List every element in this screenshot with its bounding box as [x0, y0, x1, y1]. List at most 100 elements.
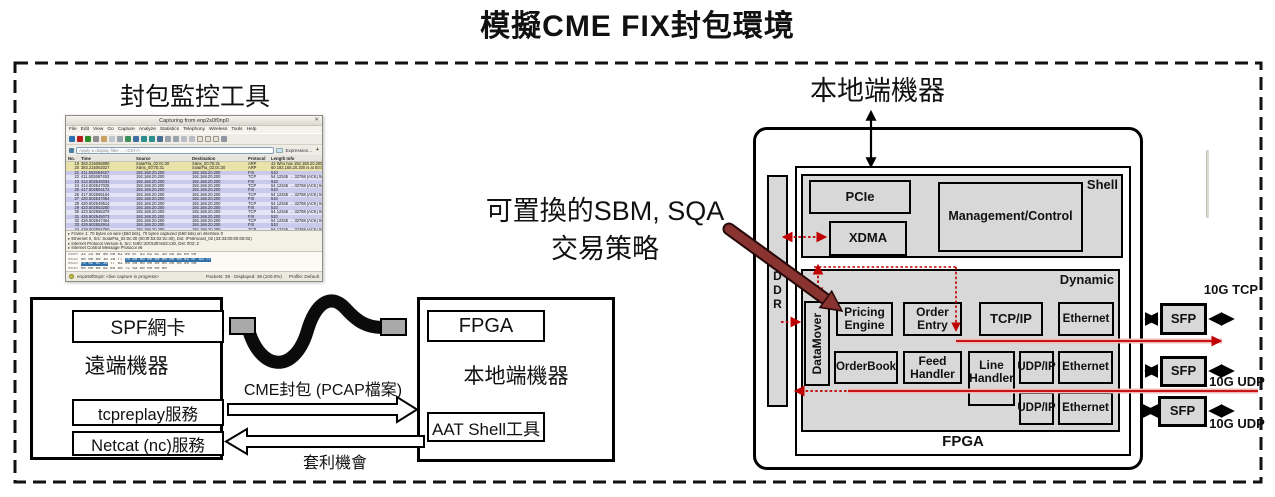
- management-control-block: Management/Control: [938, 182, 1083, 252]
- status-capture-text: enp2s0f0np0: <live capture in progress>: [77, 274, 159, 279]
- tcpip-label: TCP/IP: [990, 310, 1032, 326]
- sfp-label-1: SFP: [1170, 310, 1197, 326]
- pcie-block: PCIe: [809, 180, 911, 214]
- status-packet-counts: Packets: 39 · Displayed: 39 (100.0%): [206, 274, 282, 279]
- menu-item[interactable]: Help: [246, 127, 257, 132]
- orderbook-block: OrderBook: [834, 351, 898, 384]
- cable-connector-right: [380, 318, 407, 336]
- toolbar-icon[interactable]: [101, 136, 107, 142]
- monitor-tool-label: 封包監控工具: [119, 83, 270, 111]
- toolbar-icon[interactable]: [157, 136, 163, 142]
- order-entry-label: Order Entry: [916, 305, 949, 332]
- packet-list-scrollbar[interactable]: [1206, 150, 1209, 218]
- cme-packet-arrow: [227, 395, 419, 424]
- toolbar-icon[interactable]: [133, 136, 139, 142]
- column-header[interactable]: Length Info: [271, 155, 295, 161]
- ethernet-block-2: Ethernet: [1058, 351, 1113, 384]
- toolbar-icon[interactable]: [189, 136, 195, 142]
- bookmark-icon[interactable]: [69, 147, 74, 153]
- fpga-card-label: FPGA: [458, 314, 514, 337]
- window-title: Capturing from enp2s0f0np0: [159, 117, 229, 124]
- pcie-label: PCIe: [845, 188, 875, 204]
- ethernet-block-3: Ethernet: [1058, 392, 1113, 425]
- xdma-block: XDMA: [829, 221, 907, 256]
- menu-item[interactable]: Capture: [117, 127, 135, 132]
- column-header[interactable]: Destination: [192, 155, 216, 161]
- fpga-card-box: FPGA: [427, 310, 545, 342]
- column-headers: No. Time Source Destination Protocol Length I…: [66, 155, 322, 162]
- menu-item[interactable]: Analyze: [138, 127, 156, 132]
- packet-row[interactable]: 34429.502554750192.168.20.200192.168.20.…: [66, 227, 322, 230]
- menu-item[interactable]: Tools: [231, 127, 243, 132]
- ddr-bar: DDR: [767, 175, 788, 407]
- toolbar-icon[interactable]: [197, 136, 203, 142]
- sfp-module-1: SFP: [1160, 303, 1207, 335]
- udpip-block-2: UDP/IP: [1017, 392, 1056, 425]
- order-entry-block: Order Entry: [903, 302, 962, 336]
- menu-item[interactable]: File: [69, 127, 77, 132]
- toolbar-icon[interactable]: [165, 136, 171, 142]
- toolbar-icon[interactable]: [181, 136, 187, 142]
- column-header[interactable]: Protocol: [248, 155, 266, 161]
- toolbar-icon[interactable]: [69, 136, 75, 142]
- window-titlebar[interactable]: Capturing from enp2s0f0np0 ✕: [66, 116, 322, 126]
- menu-item[interactable]: Wireless: [208, 127, 228, 132]
- toolbar-icon[interactable]: [85, 136, 91, 142]
- menu-item[interactable]: Statistics: [159, 127, 180, 132]
- aat-shell-tool-box: AAT Shell工具: [427, 412, 545, 442]
- udpip-block-1: UDP/IP: [1017, 351, 1056, 384]
- sfp-label-2: SFP: [1170, 363, 1197, 379]
- toolbar-icon[interactable]: [93, 136, 99, 142]
- network-cable: [229, 294, 407, 369]
- ethernet-block-1: Ethernet: [1058, 302, 1114, 336]
- mgmt-label: Management/Control: [948, 209, 1073, 224]
- toolbar-icon[interactable]: [109, 136, 115, 142]
- capture-status-icon: [69, 274, 74, 279]
- filter-bar: Expression… +: [66, 145, 322, 155]
- toolbar-icon[interactable]: [173, 136, 179, 142]
- pricing-engine-label: Pricing Engine: [844, 305, 885, 332]
- toolbar-icon[interactable]: [117, 136, 123, 142]
- toolbar-icon[interactable]: [77, 136, 83, 142]
- menu-item[interactable]: View: [93, 127, 104, 132]
- menu-item[interactable]: Edit: [80, 127, 90, 132]
- column-header[interactable]: Time: [81, 155, 91, 161]
- toolbar-icon[interactable]: [149, 136, 155, 142]
- tcpreplay-service-box: tcpreplay服務: [72, 399, 224, 426]
- aat-shell-label: AAT Shell工具: [431, 419, 541, 439]
- status-profile[interactable]: Profile: Default: [288, 274, 319, 279]
- menu-item[interactable]: Go: [107, 127, 114, 132]
- tcpreplay-label: tcpreplay服務: [98, 405, 198, 424]
- arbitrage-label: 套利機會: [302, 455, 367, 472]
- close-icon[interactable]: ✕: [314, 117, 319, 123]
- feed-handler-block: Feed Handler: [903, 351, 962, 384]
- menu-item[interactable]: Telephony: [183, 127, 205, 132]
- add-filter-button[interactable]: +: [315, 147, 319, 153]
- port-label-10g-tcp: 10G TCP: [1203, 282, 1259, 297]
- toolbar-icon[interactable]: [221, 136, 227, 142]
- strategy-line-2: 交易策略: [551, 234, 659, 264]
- column-header[interactable]: No.: [68, 155, 75, 161]
- spf-nic-label: SPF網卡: [110, 318, 186, 339]
- status-bar: enp2s0f0np0: <live capture in progress> …: [66, 271, 322, 281]
- ethernet-label-3: Ethernet: [1062, 402, 1109, 415]
- column-header[interactable]: Source: [136, 155, 151, 161]
- filter-swatch-icon[interactable]: [276, 147, 284, 153]
- toolbar-icon[interactable]: [205, 136, 211, 142]
- sfp-module-2: SFP: [1160, 356, 1207, 387]
- dynamic-region-label: Dynamic: [1059, 272, 1114, 287]
- toolbar-icon[interactable]: [141, 136, 147, 142]
- sfp-label-3: SFP: [1169, 403, 1196, 419]
- expression-button[interactable]: Expression…: [285, 147, 313, 153]
- display-filter-input[interactable]: [76, 146, 275, 154]
- udpip-label-1: UDP/IP: [1017, 361, 1056, 374]
- toolbar-icon[interactable]: [125, 136, 131, 142]
- orderbook-label: OrderBook: [835, 361, 897, 374]
- toolbar-icon[interactable]: [213, 136, 219, 142]
- pricing-engine-block: Pricing Engine: [836, 302, 893, 336]
- page-title: 模擬CME FIX封包環境: [480, 10, 795, 43]
